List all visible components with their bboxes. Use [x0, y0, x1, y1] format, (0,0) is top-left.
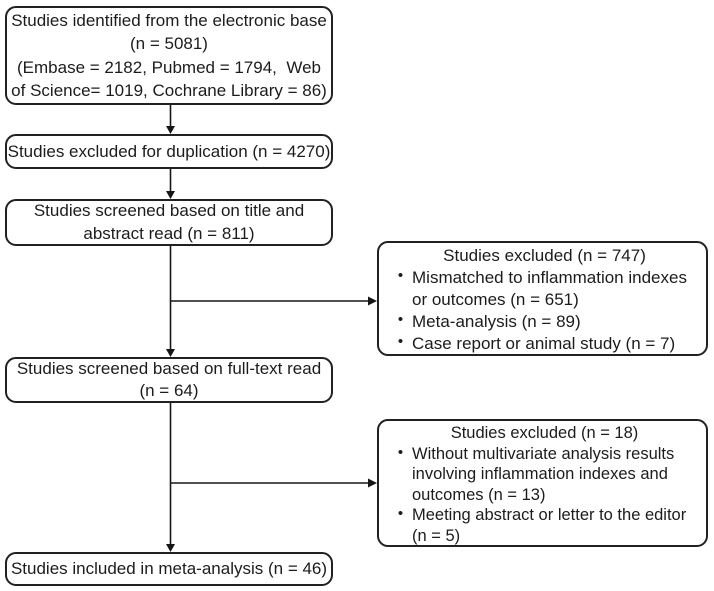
bullet-text-line: Mismatched to inflammation indexes [412, 268, 687, 287]
box-text-line: (Embase = 2182, Pubmed = 1794, Web [17, 57, 321, 77]
exclusion-reason-text: Meta-analysis (n = 89) [412, 311, 700, 333]
exclusion-reason-item: • Mismatched to inflammation indexes or … [389, 267, 700, 311]
exclusion-reason-item: • Case report or animal study (n = 7) [389, 333, 700, 355]
arrow-duplication-to-title-abstract [166, 169, 175, 199]
box-text-line: Studies identified from the electronic b… [11, 10, 327, 30]
box-text-line: of Science= 1019, Cochrane Library = 86) [11, 81, 327, 100]
box-text-line: Studies screened based on title and [33, 201, 305, 220]
bullet-icon: • [397, 311, 404, 328]
box-studies-excluded-747: Studies excluded (n = 747) • Mismatched … [377, 241, 708, 356]
box-studies-excluded-18: Studies excluded (n = 18) • Without mult… [377, 419, 708, 547]
bullet-text-line: Meta-analysis (n = 89) [412, 312, 581, 331]
box-text-line: (n = 5081) [130, 34, 208, 53]
box-text-line: Studies included in meta-analysis (n = 4… [10, 559, 328, 578]
exclusion-reason-item: • Without multivariate analysis results … [389, 444, 700, 506]
exclusion-reason-text: Meeting abstract or letter to the editor… [412, 505, 700, 546]
exclusion-reason-text: Mismatched to inflammation indexes or ou… [412, 267, 700, 311]
bullet-text-line: Meeting abstract or letter to the editor [412, 506, 687, 524]
box-screened-title-abstract: Studies screened based on title and abst… [5, 199, 333, 246]
box-included-meta-analysis: Studies included in meta-analysis (n = 4… [5, 552, 333, 586]
side-box-title: Studies excluded (n = 18) [450, 424, 639, 442]
arrow-full-text-to-included [166, 403, 175, 552]
bullet-text-line: (n = 5) [412, 526, 461, 545]
bullet-text-line: involving inflammation indexes and [412, 465, 668, 483]
bullet-icon: • [397, 333, 404, 350]
box-studies-identified: Studies identified from the electronic b… [5, 6, 333, 105]
arrow-title-abstract-to-full-text [166, 246, 175, 357]
box-screened-full-text: Studies screened based on full-text read… [5, 357, 333, 403]
arrow-identified-to-duplication [166, 105, 175, 134]
box-excluded-duplication: Studies excluded for duplication (n = 42… [5, 134, 333, 169]
bullet-icon: • [397, 443, 404, 461]
box-text-line: (n = 64) [139, 381, 199, 400]
exclusion-reason-item: • Meta-analysis (n = 89) [389, 311, 700, 333]
exclusion-reason-item: • Meeting abstract or letter to the edit… [389, 505, 700, 546]
bullet-icon: • [397, 267, 404, 284]
box-text-line: Studies screened based on full-text read [16, 358, 322, 378]
bullet-text-line: or outcomes (n = 651) [412, 290, 579, 309]
exclusion-reason-text: Without multivariate analysis results in… [412, 444, 700, 506]
bullet-text-line: outcomes (n = 13) [412, 485, 546, 504]
arrow-branch-to-excluded-747 [170, 296, 377, 306]
side-box-title: Studies excluded (n = 747) [443, 246, 646, 265]
arrow-branch-to-excluded-18 [170, 478, 377, 488]
bullet-text-line: Without multivariate analysis results [412, 444, 675, 463]
bullet-text-line: Case report or animal study (n = 7) [412, 334, 676, 353]
exclusion-reason-text: Case report or animal study (n = 7) [412, 333, 700, 355]
box-text-line: abstract read (n = 811) [83, 223, 255, 243]
bullet-icon: • [397, 505, 404, 522]
box-text-line: Studies excluded for duplication (n = 42… [7, 141, 331, 161]
